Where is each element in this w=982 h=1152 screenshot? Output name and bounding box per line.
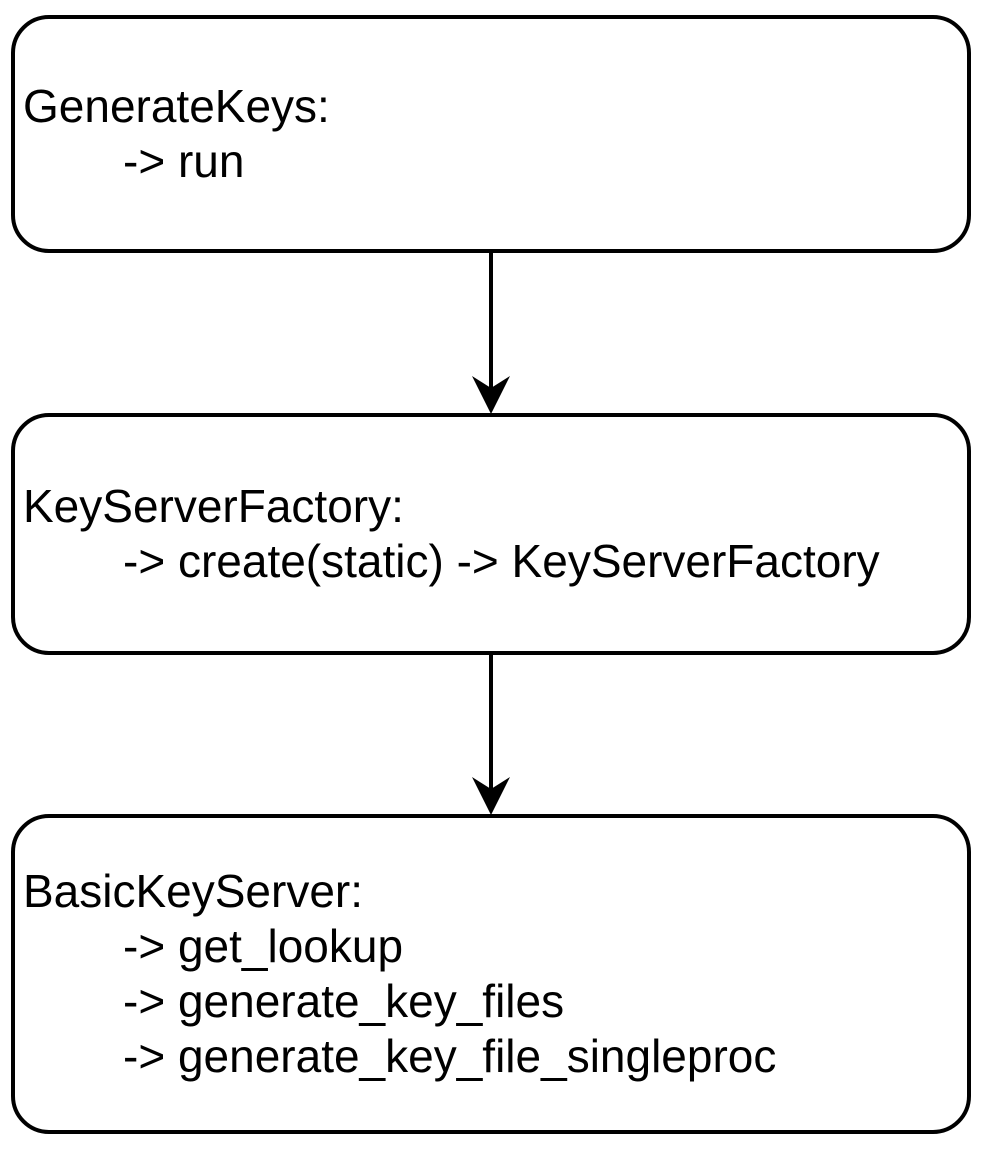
edge-generatekeys-to-keyserverfactory	[469, 252, 513, 414]
node-key-server-factory-title: KeyServerFactory:	[23, 480, 404, 532]
node-generate-keys-title: GenerateKeys:	[23, 80, 330, 132]
node-basic-key-server-title: BasicKeyServer:	[23, 865, 364, 917]
node-basic-key-server-method-get-lookup: -> get_lookup	[123, 920, 404, 972]
node-key-server-factory: KeyServerFactory: -> create(static) -> K…	[11, 413, 971, 655]
node-generate-keys: GenerateKeys: -> run	[11, 15, 971, 253]
node-basic-key-server-method-generate-key-file-singleproc: -> generate_key_file_singleproc	[123, 1030, 777, 1082]
node-basic-key-server: BasicKeyServer: -> get_lookup -> generat…	[11, 814, 971, 1134]
node-basic-key-server-method-generate-key-files: -> generate_key_files	[123, 975, 565, 1027]
arrow-down-icon	[472, 653, 510, 815]
edge-keyserverfactory-to-basickeyserver	[469, 653, 513, 815]
node-generate-keys-method: -> run	[123, 135, 245, 187]
arrow-down-icon	[472, 252, 510, 414]
node-key-server-factory-method: -> create(static) -> KeyServerFactory	[123, 535, 880, 587]
